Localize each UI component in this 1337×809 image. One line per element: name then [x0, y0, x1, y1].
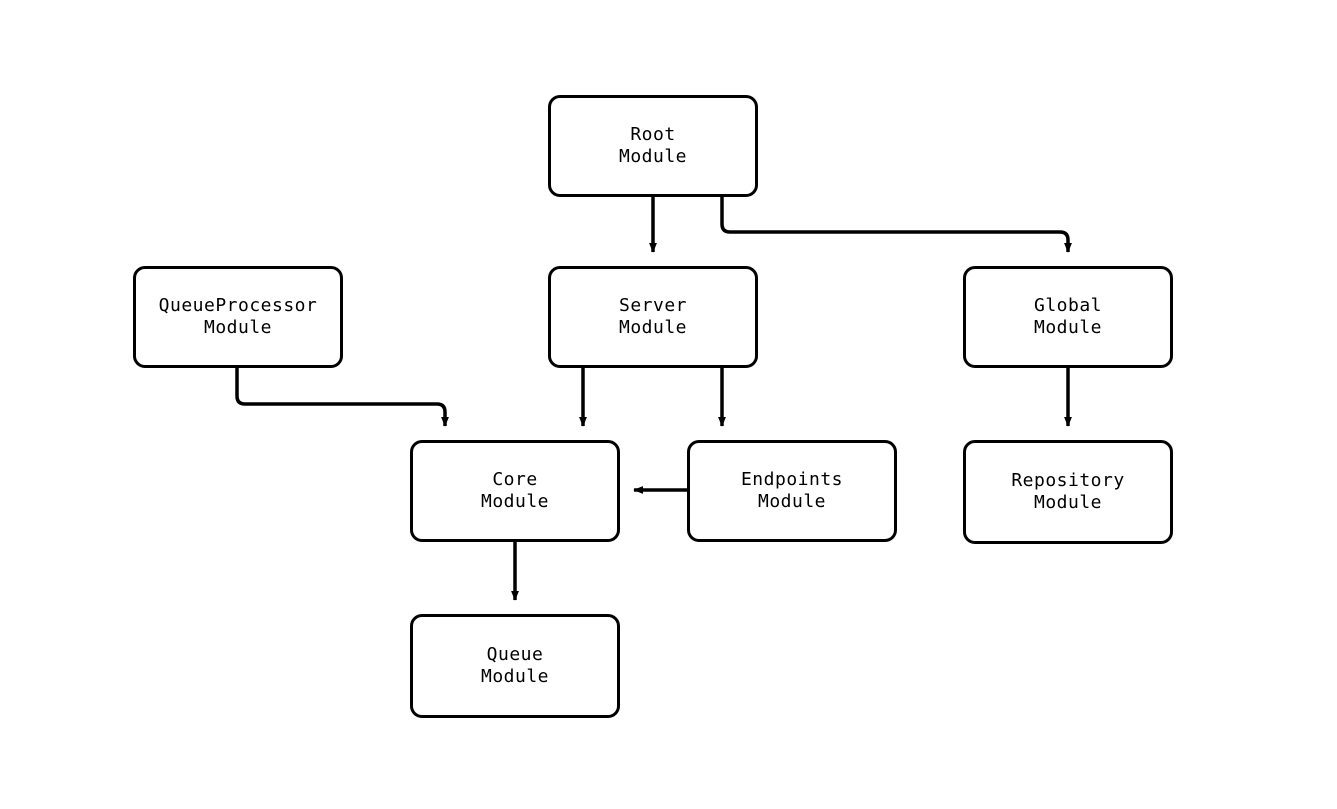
node-queue-module[interactable]: Queue Module [410, 614, 620, 718]
node-queueprocessor-module-label-line2: Module [203, 317, 273, 338]
node-queue-module-label-line1: Queue [486, 644, 544, 665]
node-global-module-label-line1: Global [1033, 295, 1103, 316]
node-core-module-label-line2: Module [480, 491, 550, 512]
node-server-module-label-line2: Module [618, 317, 688, 338]
node-root-module-label-line2: Module [618, 146, 688, 167]
node-root-module[interactable]: Root Module [548, 95, 758, 197]
node-core-module[interactable]: Core Module [410, 440, 620, 542]
node-repository-module-label-line2: Module [1033, 492, 1103, 513]
node-repository-module-label-line1: Repository [1011, 470, 1125, 491]
node-global-module-label-line2: Module [1033, 317, 1103, 338]
node-endpoints-module-label-line1: Endpoints [740, 469, 844, 490]
edge-root-to-global [720, 197, 1072, 253]
edge-queueprocessor-to-core [235, 368, 449, 427]
node-endpoints-module-label-line2: Module [757, 491, 827, 512]
node-queueprocessor-module-label-line1: QueueProcessor [158, 295, 318, 316]
node-endpoints-module[interactable]: Endpoints Module [687, 440, 897, 542]
node-queue-module-label-line2: Module [480, 666, 550, 687]
node-global-module[interactable]: Global Module [963, 266, 1173, 368]
node-core-module-label-line1: Core [492, 469, 538, 490]
node-server-module[interactable]: Server Module [548, 266, 758, 368]
node-root-module-label-line1: Root [630, 124, 676, 145]
node-queueprocessor-module[interactable]: QueueProcessor Module [133, 266, 343, 368]
node-repository-module[interactable]: Repository Module [963, 440, 1173, 544]
node-server-module-label-line1: Server [618, 295, 688, 316]
